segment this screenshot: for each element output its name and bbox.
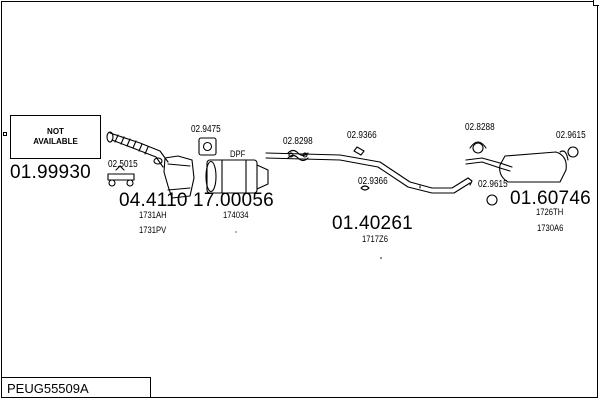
part-number-04-4110: 04.4110: [119, 190, 188, 211]
front-flex-pipe: [106, 131, 169, 168]
fitting-code-02-9475: 02.9475: [191, 124, 221, 135]
fitting-code-02-9615-lower: 02.9615: [478, 179, 508, 190]
corner-marker: [593, 0, 599, 6]
fitting-code-02-9366-upper: 02.9366: [347, 130, 377, 141]
fitting-code-02-5015: 02.5015: [108, 159, 138, 170]
hanger-029366-a: [353, 146, 365, 156]
not-available-box: NOT AVAILABLE: [10, 115, 101, 159]
oem-code-1731pv: 1731PV: [139, 225, 167, 235]
clamp-028288: [469, 141, 487, 154]
reference-box: PEUG55509A: [1, 377, 151, 398]
hanger-029366-b: [360, 185, 370, 191]
dpf-filter: [205, 159, 269, 194]
not-available-label: NOT AVAILABLE: [33, 127, 78, 146]
fitting-code-02-8288: 02.8288: [465, 122, 495, 133]
fitting-code-02-8298: 02.8298: [283, 136, 313, 147]
hanger-029615-b: [486, 194, 498, 206]
hanger-029615-a: [567, 146, 579, 158]
clamp-028298: [287, 149, 309, 162]
catalyst: [153, 155, 195, 199]
fitting-code-02-9615-right: 02.9615: [556, 130, 586, 141]
oem-code-1730a6: 1730A6: [537, 223, 564, 233]
part-number-01-60746: 01.60746: [510, 188, 591, 209]
oem-code-1731ah: 1731AH: [139, 210, 167, 220]
fitting-025015-bolts: [107, 165, 135, 187]
middle-pipe: [265, 152, 473, 194]
oem-code-1726th: 1726TH: [536, 207, 564, 217]
part-number-01-99930: 01.99930: [10, 162, 91, 183]
oem-code-174034: 174034: [223, 210, 249, 220]
part-number-17-00056: 17.00056: [193, 190, 274, 211]
dpf-label: DPF: [230, 149, 246, 159]
part-number-01-40261: 01.40261: [332, 213, 413, 234]
reference-label: PEUG55509A: [7, 381, 89, 396]
fitting-code-02-9366-lower: 02.9366: [358, 176, 388, 187]
left-marker: [3, 132, 7, 136]
oem-code-1717z6: 1717Z6: [362, 234, 388, 244]
gasket-029475: [198, 137, 217, 156]
rear-silencer: [465, 150, 569, 183]
